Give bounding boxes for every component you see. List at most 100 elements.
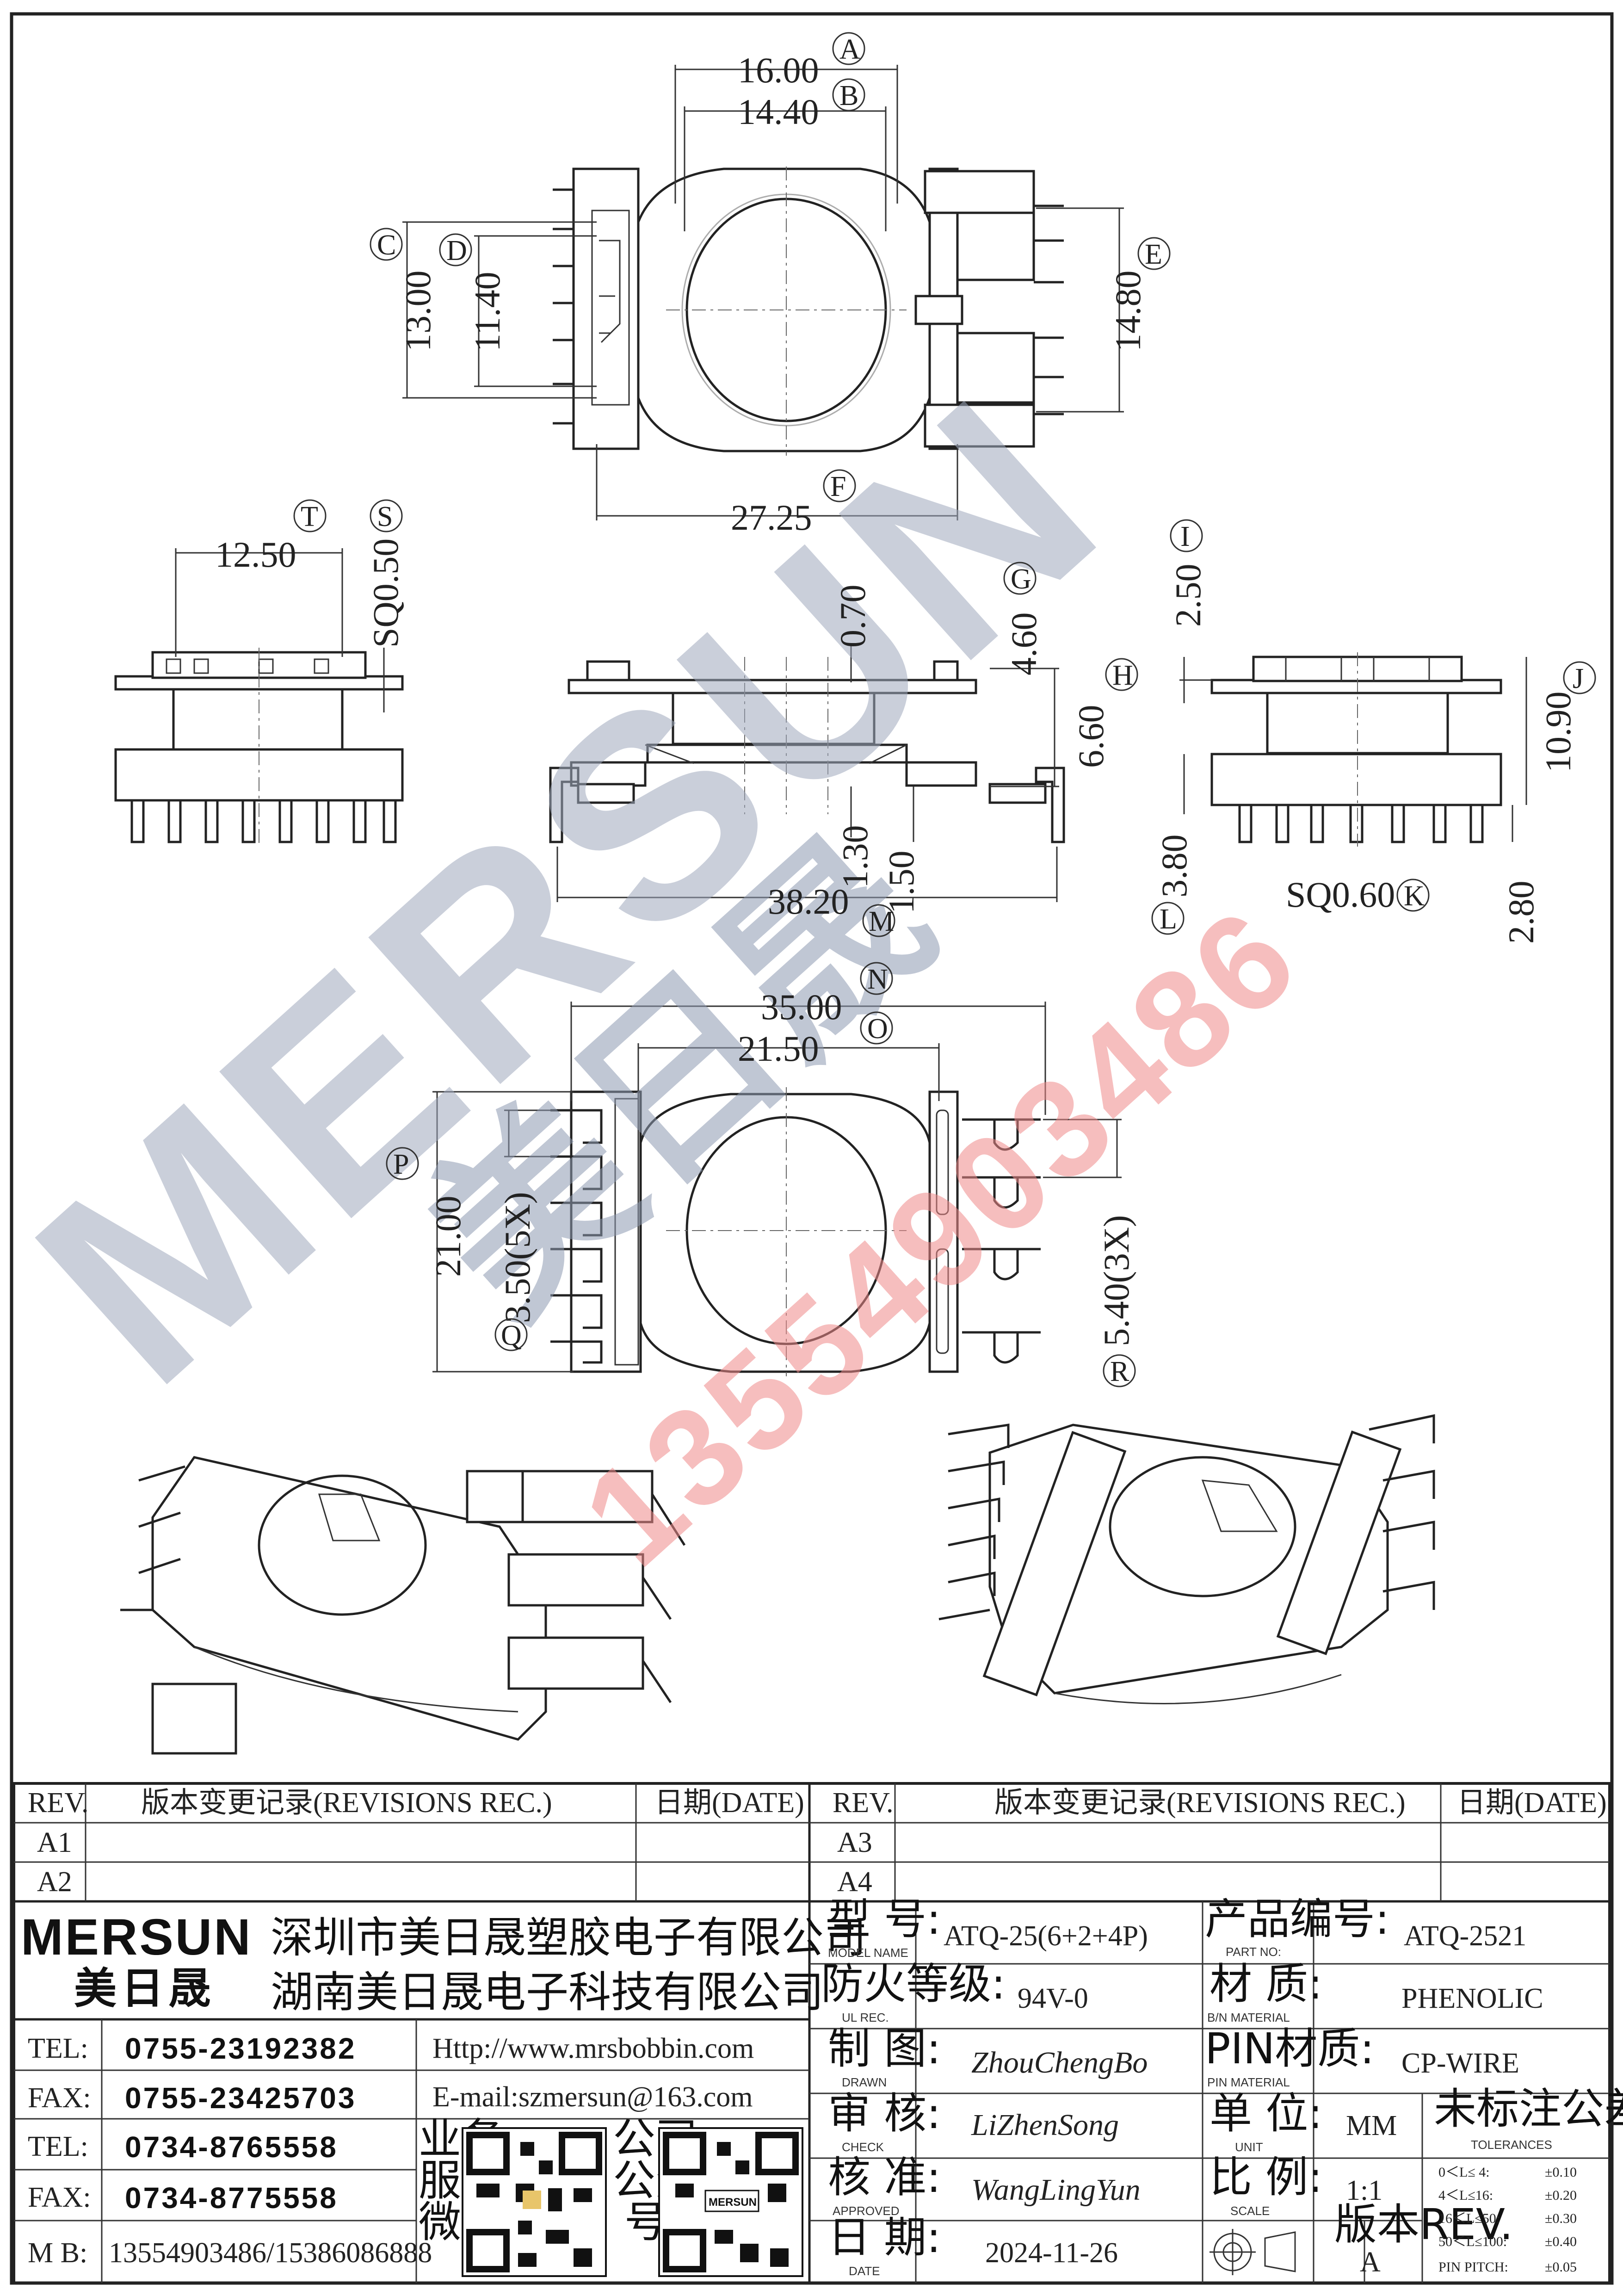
svg-text:K: K <box>1404 880 1425 912</box>
rev-right-header-rec: 版本变更记录(REVISIONS REC.) <box>994 1787 1406 1819</box>
svg-text:A: A <box>839 34 860 65</box>
approved-label: 核 准: <box>828 2153 941 2202</box>
company-name-shenzhen: 深圳市美日晟塑胶电子有限公司 <box>271 1913 866 1962</box>
dim-i: 2.50 <box>1168 564 1208 627</box>
bubble-t: T <box>293 499 327 532</box>
rev-left-a2: A2 <box>37 1866 72 1898</box>
bubble-k: K <box>1396 879 1430 912</box>
dim-m: 38.20 <box>768 881 849 922</box>
tolerance-range-2: 4＜L≤16: <box>1438 2188 1493 2203</box>
material-label: 材 质: <box>1210 1959 1322 2009</box>
check-value: LiZhenSong <box>971 2108 1119 2142</box>
unit-value: MM <box>1346 2110 1397 2141</box>
tolerance-range-5: PIN PITCH: <box>1438 2259 1508 2275</box>
pin-material-value: CP-WIRE <box>1401 2048 1519 2079</box>
rev-left-header-date: 日期(DATE) <box>654 1787 804 1819</box>
svg-text:H: H <box>1112 660 1133 691</box>
drawn-label-en: DRAWN <box>842 2075 887 2089</box>
bubble-n: N <box>860 962 893 995</box>
rev-right-a3: A3 <box>837 1827 872 1858</box>
company-logo-cn: 美日晟 <box>74 1964 216 2013</box>
revision-value: A <box>1360 2246 1381 2278</box>
drawn-label: 制 图: <box>828 2024 941 2073</box>
rev-left-header-rec: 版本变更记录(REVISIONS REC.) <box>141 1787 552 1819</box>
right-side-view <box>1179 652 1527 847</box>
model-label-en: MODEL NAME <box>828 1946 908 1960</box>
dim-l: 3.80 <box>1154 835 1194 898</box>
fax-number-1: 0755-23425703 <box>125 2081 356 2115</box>
scale-label-en: SCALE <box>1230 2204 1270 2218</box>
drawn-value: ZhouChengBo <box>971 2046 1148 2079</box>
bubble-i: I <box>1170 519 1203 552</box>
part-no-value: ATQ-2521 <box>1404 1920 1526 1952</box>
company-name-hunan: 湖南美日晟电子科技有限公司 <box>271 1968 824 2017</box>
svg-text:P: P <box>393 1149 409 1180</box>
unit-label: 单 位: <box>1210 2089 1322 2138</box>
bubble-o: O <box>860 1011 893 1045</box>
rev-left-header-rev: REV. <box>28 1787 89 1819</box>
bubble-q: Q <box>494 1318 528 1351</box>
dim-r: 5.40(3X) <box>1096 1215 1136 1346</box>
svg-text:B: B <box>839 80 858 111</box>
bubble-r: R <box>1103 1354 1136 1387</box>
bottom-view <box>432 1002 1122 1376</box>
title-block: REV. 版本变更记录(REVISIONS REC.) 日期(DATE) A1 … <box>12 1782 1623 2284</box>
ul-label-en: UL REC. <box>842 2011 889 2024</box>
dim-q: 3.50(5X) <box>497 1192 537 1323</box>
dim-k: SQ0.60 <box>1286 874 1395 915</box>
fax-label-1: FAX: <box>28 2082 91 2114</box>
date-value: 2024-11-26 <box>985 2237 1118 2269</box>
scale-value: 1:1 <box>1346 2175 1382 2206</box>
dim-j: 10.90 <box>1538 692 1578 773</box>
bubble-d: D <box>439 233 472 266</box>
tolerance-value-5: ±0.05 <box>1545 2259 1577 2275</box>
qr-code-wechat <box>462 2127 607 2277</box>
svg-text:D: D <box>446 235 467 266</box>
date-label: 日 期: <box>828 2213 941 2262</box>
tel-label-2: TEL: <box>28 2131 88 2162</box>
fax-number-2: 0734-8775558 <box>125 2181 338 2215</box>
dim-n: 35.00 <box>761 987 842 1027</box>
model-label: 型 号: <box>828 1894 941 1944</box>
svg-text:C: C <box>377 229 396 261</box>
bubble-s: S <box>370 499 403 532</box>
svg-text:N: N <box>867 964 888 995</box>
dim-s: SQ0.50 <box>365 538 406 648</box>
dim-d: 11.40 <box>467 272 507 352</box>
svg-text:Q: Q <box>501 1320 522 1351</box>
svg-text:E: E <box>1145 239 1162 270</box>
dim-c: 13.00 <box>398 271 438 352</box>
tolerance-value-4: ±0.40 <box>1545 2234 1577 2249</box>
mobile-numbers: 13554903486/15386086888 <box>109 2237 432 2269</box>
approved-label-en: APPROVED <box>833 2204 900 2218</box>
front-view <box>549 645 1065 902</box>
material-label-en: B/N MATERIAL <box>1207 2011 1290 2024</box>
website: Http://www.mrsbobbin.com <box>432 2033 754 2064</box>
bubble-b: B <box>832 78 865 111</box>
dim-o: 21.50 <box>738 1028 819 1069</box>
info-grid: 型 号: MODEL NAME ATQ-25(6+2+4P) 产品编号: PAR… <box>809 1894 1623 2283</box>
material-value: PHENOLIC <box>1401 1983 1543 2014</box>
bubble-h: H <box>1105 658 1138 691</box>
part-no-label-en: PART NO: <box>1226 1945 1281 1959</box>
rev-right-header-date: 日期(DATE) <box>1457 1787 1607 1819</box>
svg-text:F: F <box>830 471 846 502</box>
company-logo: MERSUN <box>21 1909 253 1966</box>
dimension-bubbles: A B C D E F T S G H I J K L M N O P Q R <box>293 32 1596 1387</box>
model-value: ATQ-25(6+2+4P) <box>944 1920 1148 1952</box>
projection-symbol-icon <box>1210 2229 1296 2275</box>
tolerance-value-2: ±0.20 <box>1545 2188 1577 2203</box>
isometric-view-right <box>938 1414 1435 1704</box>
dim-a: 16.00 <box>738 50 819 90</box>
scale-label: 比 例: <box>1210 2153 1322 2202</box>
svg-text:G: G <box>1011 563 1031 595</box>
dim-0-70: 0.70 <box>833 585 873 648</box>
dim-f: 27.25 <box>731 497 812 538</box>
tolerance-label: 未标注公差: <box>1434 2084 1623 2134</box>
company-block: MERSUN 美日晟 深圳市美日晟塑胶电子有限公司 湖南美日晟电子科技有限公司 … <box>14 1901 866 2283</box>
bubble-g: G <box>1003 562 1037 595</box>
tolerance-range-3: 16＜L≤50: <box>1438 2211 1500 2226</box>
dimension-labels: 16.00 14.40 13.00 11.40 14.80 27.25 12.5… <box>215 50 1578 1346</box>
top-view <box>402 65 1124 520</box>
